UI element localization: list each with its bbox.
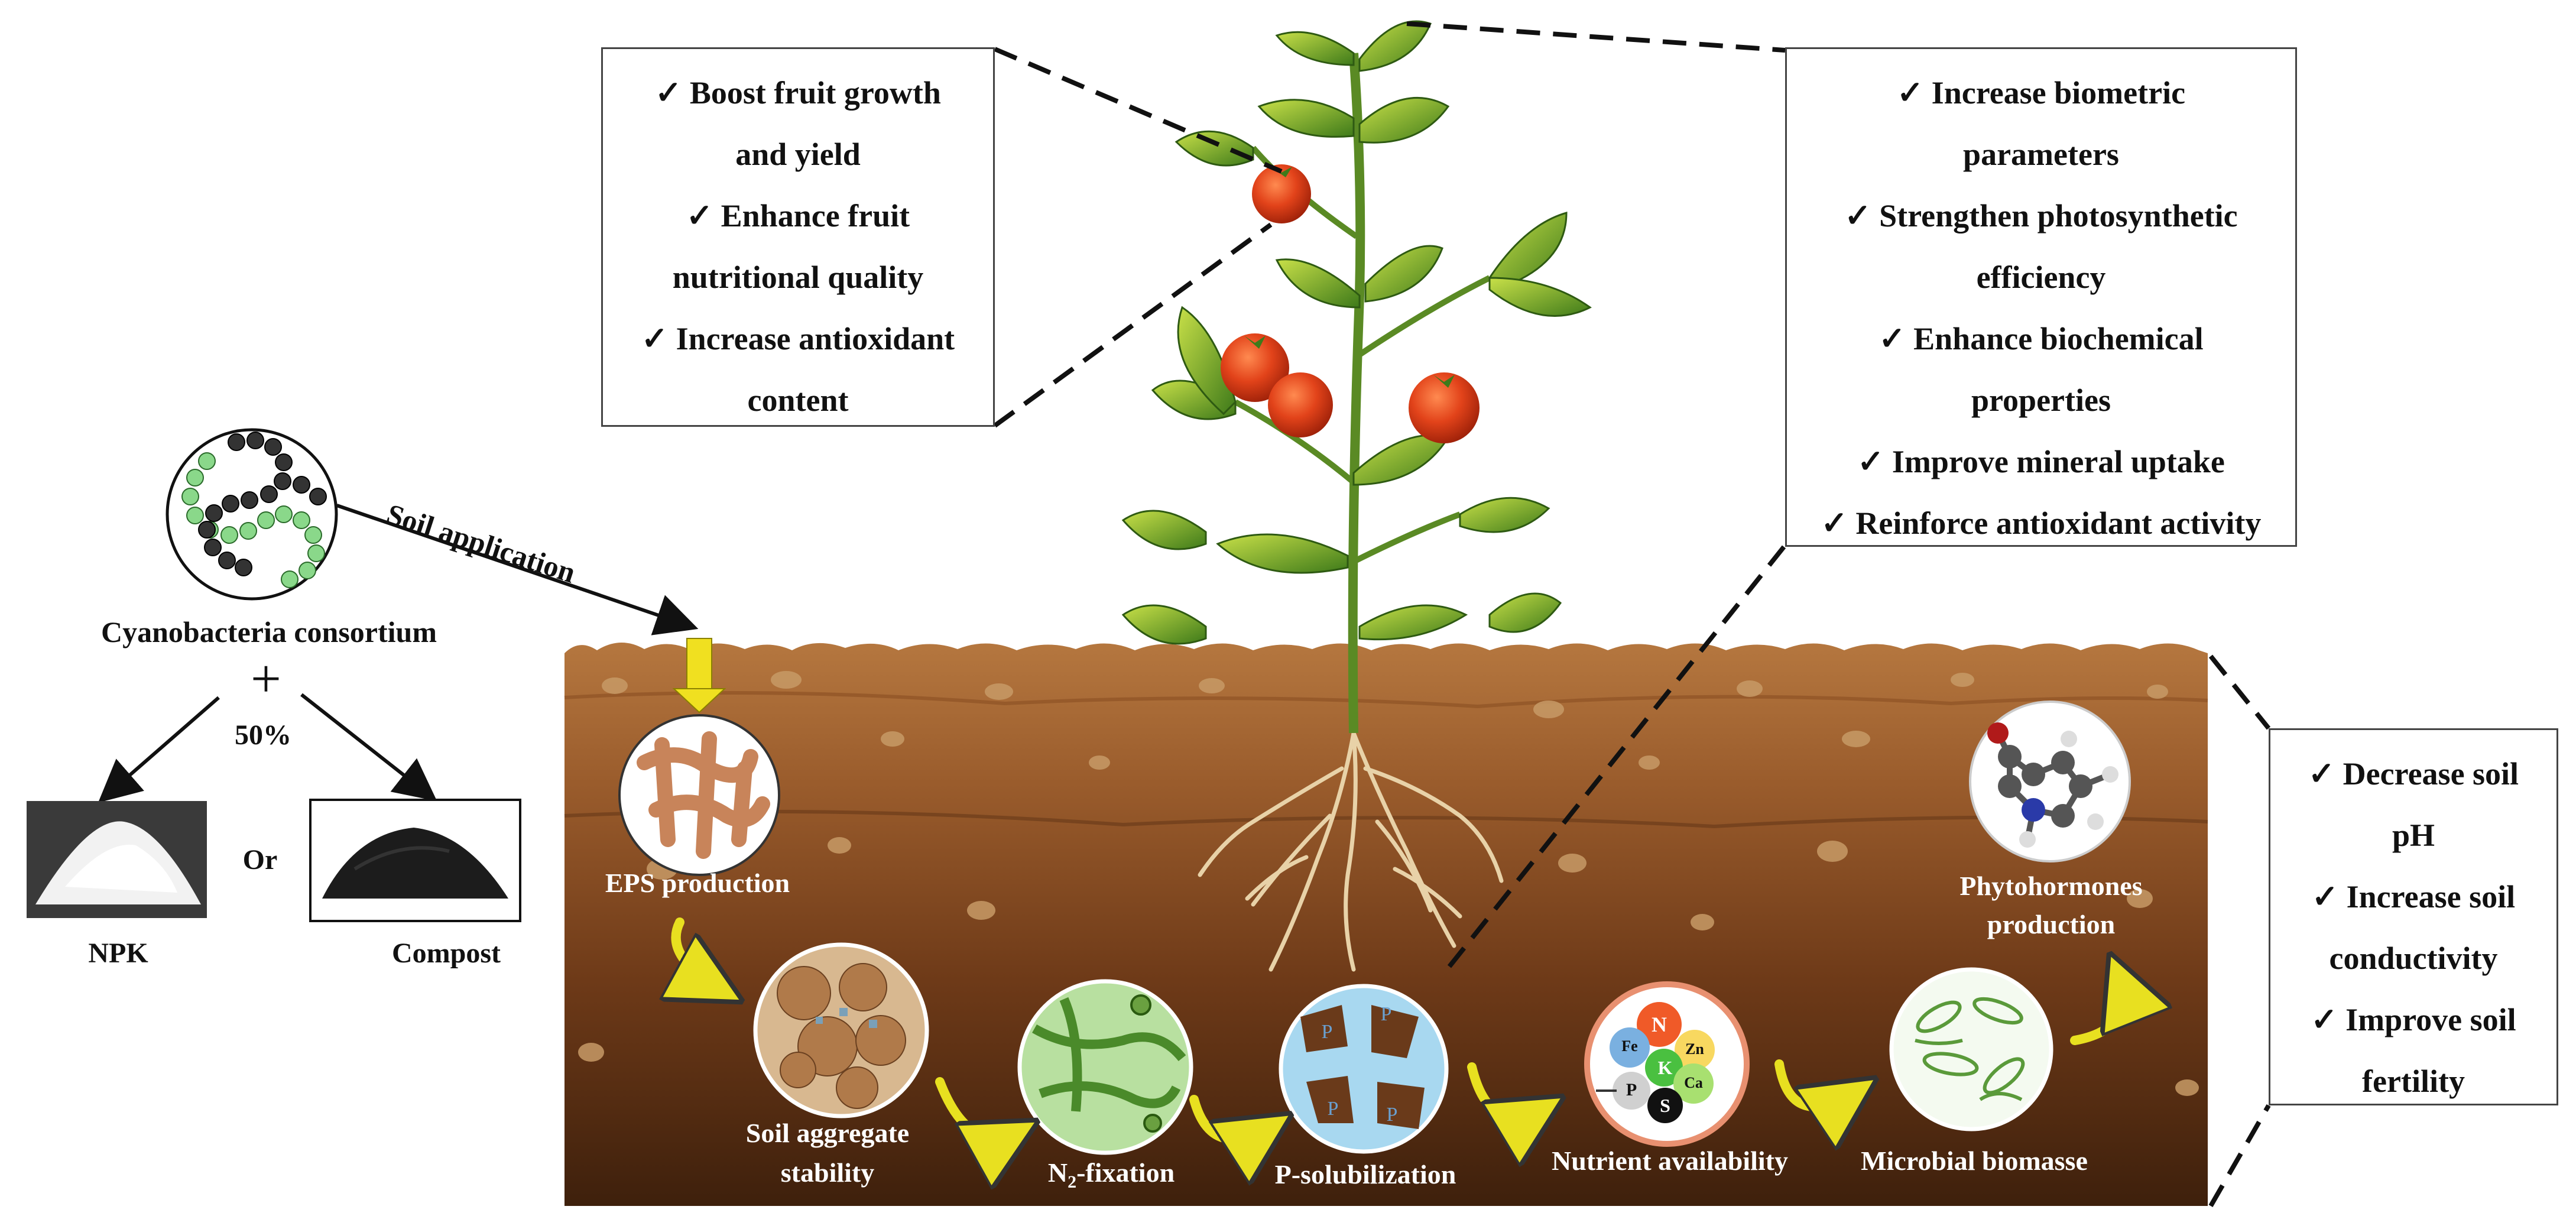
plant-benefit-line: parameters: [1963, 137, 2119, 172]
or-label: Or: [242, 844, 278, 875]
tomato-plant: [1121, 20, 1592, 734]
compost-image: [309, 799, 521, 922]
fruit-benefit-line: nutritional quality: [672, 260, 924, 295]
soil-aggregate-label-1: Soil aggregate: [745, 1118, 910, 1148]
nutrient-availability-label: Nutrient availability: [1552, 1146, 1788, 1176]
fruit-benefit-line: content: [747, 382, 849, 418]
p-solubilization-circle: [1279, 984, 1449, 1154]
plant-roots: [1198, 731, 1504, 972]
npk-label: NPK: [88, 938, 148, 969]
eps-production-label: EPS production: [605, 868, 790, 898]
plant-benefits-box: ✓ Increase biometric parameters ✓ Streng…: [1785, 47, 2297, 547]
soil-benefit-line: ✓ Decrease soil: [2308, 756, 2519, 792]
soil-benefit-line: ✓ Improve soil: [2311, 1002, 2516, 1037]
nutrient-ca: Ca: [1684, 1074, 1703, 1091]
plant-benefit-line: ✓ Improve mineral uptake: [1857, 444, 2225, 479]
soil-aggregate-label-2: stability: [780, 1157, 875, 1188]
plus-sign: +: [251, 648, 281, 709]
npk-image: [27, 801, 207, 918]
fruit-benefit-line: ✓ Increase antioxidant: [641, 321, 955, 356]
eps-circle: [618, 714, 780, 876]
soil-benefit-line: conductivity: [2329, 941, 2498, 976]
phytohormones-label-1: Phytohormones: [1959, 871, 2143, 901]
p-label: P: [1327, 1098, 1339, 1120]
cyanobacteria-icon: [166, 428, 338, 601]
soil-benefit-line: pH: [2392, 818, 2435, 853]
microbial-circle: [1889, 967, 2053, 1131]
soil-aggregate-circle: [753, 942, 929, 1118]
plant-benefit-line: properties: [1971, 382, 2111, 418]
percent-label: 50%: [235, 719, 291, 751]
compost-label: Compost: [391, 938, 501, 969]
n2-fixation-circle: [1017, 979, 1193, 1155]
nutrient-n: N: [1652, 1013, 1667, 1036]
left-arrows: [98, 504, 699, 803]
soil-benefit-line: ✓ Increase soil: [2311, 879, 2516, 915]
plant-benefit-line: ✓ Strengthen photosynthetic: [1844, 198, 2238, 234]
fruit-benefits-box: ✓ Boost fruit growth and yield ✓ Enhance…: [601, 47, 995, 427]
phytohormone-circle: [1969, 701, 2131, 862]
p-label: P: [1386, 1104, 1398, 1126]
nutrient-fe: Fe: [1621, 1037, 1638, 1055]
p-solubilization-label: P-solubilization: [1274, 1159, 1456, 1189]
p-label: P: [1321, 1021, 1333, 1043]
soil-block: [564, 642, 2208, 1206]
n2-fixation-label-subscript: 2: [1068, 1172, 1077, 1192]
callout-lines: [993, 21, 2271, 1207]
plant-benefit-line: ✓ Enhance biochemical: [1879, 321, 2204, 356]
fruit-benefit-line: and yield: [735, 137, 861, 172]
tomatoes: [1221, 164, 1480, 443]
microbial-biomasse-label: Microbial biomasse: [1861, 1146, 2088, 1176]
p-label: P: [1380, 1003, 1392, 1025]
nutrient-zn: Zn: [1685, 1040, 1704, 1058]
phytohormones-label-2: production: [1987, 909, 2116, 939]
n2-fixation-label-suffix: -fixation: [1076, 1157, 1175, 1188]
n2-fixation-label: N2-fixation: [1005, 1157, 1218, 1192]
nutrient-s: S: [1660, 1095, 1670, 1116]
fruit-benefit-line: ✓ Boost fruit growth: [655, 75, 941, 111]
process-arrows: [676, 917, 2123, 1139]
soil-benefits-box: ✓ Decrease soil pH ✓ Increase soil condu…: [2269, 728, 2558, 1105]
consortium-label: Cyanobacteria consortium: [101, 615, 437, 648]
plant-benefit-line: ✓ Increase biometric: [1896, 75, 2186, 111]
fruit-benefit-line: ✓ Enhance fruit: [686, 198, 910, 234]
nutrient-k: K: [1657, 1057, 1673, 1078]
yellow-down-arrow: [672, 638, 726, 714]
nutrient-circle: [1584, 981, 1750, 1147]
soil-benefit-line: fertility: [2362, 1063, 2465, 1099]
n2-fixation-label-n: N: [1047, 1157, 1068, 1188]
plant-benefit-line: efficiency: [1976, 260, 2106, 295]
nutrient-p: P: [1626, 1080, 1637, 1100]
plant-benefit-line: ✓ Reinforce antioxidant activity: [1821, 505, 2262, 541]
